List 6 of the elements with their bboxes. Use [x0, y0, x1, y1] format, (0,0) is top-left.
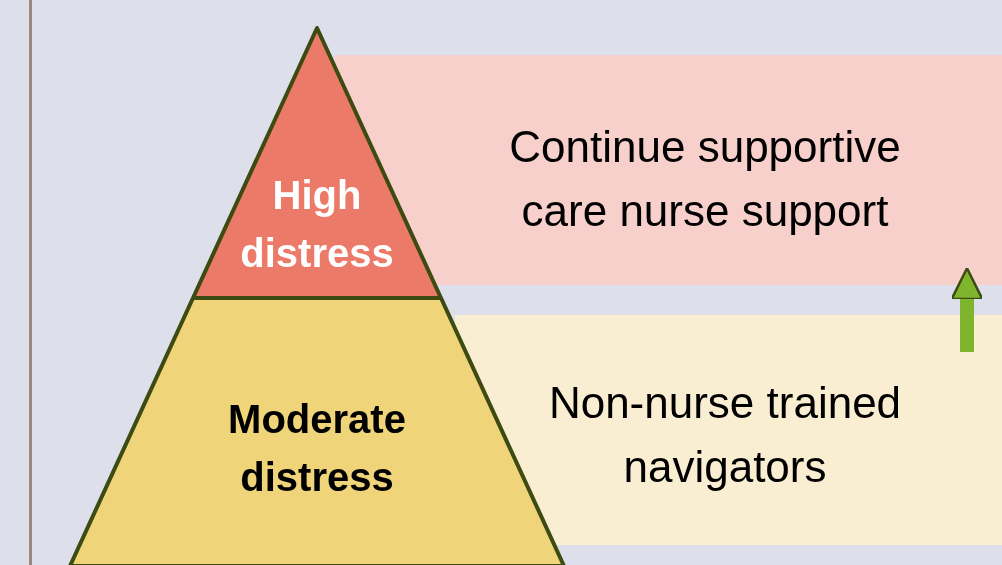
band-text: Non-nurse trained navigators — [547, 377, 903, 493]
tier-label: High distress — [239, 172, 395, 277]
arrow — [950, 267, 984, 352]
band-text: Continue supportive care nurse support — [508, 121, 902, 237]
tier-label: Moderate distress — [227, 396, 407, 501]
band — [455, 315, 1002, 545]
